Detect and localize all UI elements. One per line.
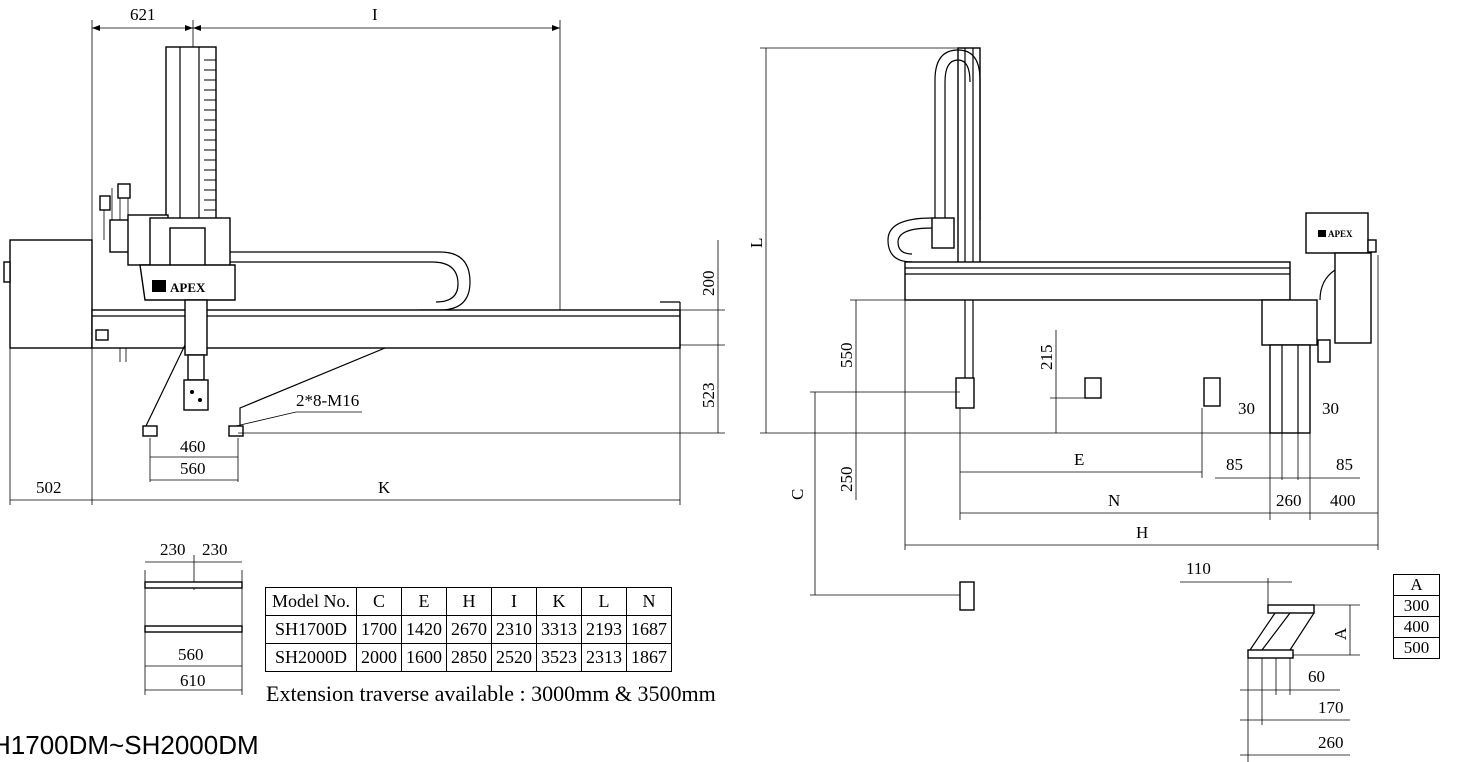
table-cell: 2193 [581,615,627,644]
side-view: L APEX [747,47,1379,611]
dim-502: 502 [36,478,62,497]
header-cell: E [401,587,447,616]
table-row: SH2000D 2000 1600 2850 2520 3523 2313 18… [265,643,672,672]
dim-260b: 260 [1318,733,1344,752]
extension-note: Extension traverse available : 3000mm & … [266,681,716,706]
dim-230a: 230 [160,540,186,559]
header-cell: H [446,587,492,616]
dim-400: 400 [1330,491,1356,510]
dim-30a: 30 [1238,399,1255,418]
table-cell: 1700 [356,615,402,644]
dim-C: C [788,489,807,500]
dim-523: 523 [699,383,718,409]
table-cell: 2310 [491,615,537,644]
header-cell: K [536,587,582,616]
dim-K: K [378,478,391,497]
dim-60: 60 [1308,667,1325,686]
dim-215: 215 [1037,345,1056,371]
dim-H: H [1136,523,1148,542]
dim-550: 550 [837,343,856,369]
dim-610: 610 [180,671,206,690]
dim-250: 250 [837,467,856,493]
table-header-row: Model No. C E H I K L N [265,587,672,616]
thread-callout: 2*8-M16 [296,391,359,410]
table-cell: 1867 [626,643,672,672]
dim-N: N [1108,491,1120,510]
table-cell: SH1700D [265,615,357,644]
dim-A: A [1331,627,1350,640]
header-cell: L [581,587,627,616]
dim-170: 170 [1318,698,1344,717]
table-cell: 2000 [356,643,402,672]
dim-230b: 230 [202,540,228,559]
dim-30b: 30 [1322,399,1339,418]
table-cell: 1687 [626,615,672,644]
a-table-header: A [1393,574,1440,596]
dim-460: 460 [180,437,206,456]
dim-I: I [372,5,378,24]
table-row: SH1700D 1700 1420 2670 2310 3313 2193 16… [265,615,672,644]
table-cell: SH2000D [265,643,357,672]
brand-logo-front: APEX [170,280,206,295]
table-cell: 2850 [446,643,492,672]
bracket-detail: 110 A 60 170 260 [1180,559,1360,762]
spec-table: Model No. C E H I K L N SH1700D 1700 142… [265,587,672,672]
dim-621: 621 [130,5,156,24]
header-cell: C [356,587,402,616]
model-title: H1700DM~SH2000DM [0,730,259,760]
header-cell: Model No. [265,587,357,616]
a-value-table: A 300 400 500 [1393,574,1440,659]
header-cell: I [491,587,537,616]
a-table-cell: 400 [1393,616,1440,638]
table-cell: 3313 [536,615,582,644]
base-plate-detail: 230 230 560 610 [144,540,243,695]
a-table-cell: 300 [1393,595,1440,617]
brand-logo-side: APEX [1328,229,1353,239]
dim-85b: 85 [1336,455,1353,474]
table-cell: 2520 [491,643,537,672]
table-cell: 1420 [401,615,447,644]
table-cell: 2670 [446,615,492,644]
table-cell: 2313 [581,643,627,672]
table-cell: 3523 [536,643,582,672]
front-view: APEX 200 523 [3,5,725,505]
header-cell: N [626,587,672,616]
dim-85a: 85 [1226,455,1243,474]
dim-200: 200 [699,271,718,297]
a-table-cell: 500 [1393,637,1440,659]
dim-110: 110 [1186,559,1211,578]
table-cell: 1600 [401,643,447,672]
dim-E: E [1074,450,1084,469]
dim-L: L [747,238,766,248]
dim-260: 260 [1276,491,1302,510]
dim-560b: 560 [178,645,204,664]
dim-560: 560 [180,459,206,478]
